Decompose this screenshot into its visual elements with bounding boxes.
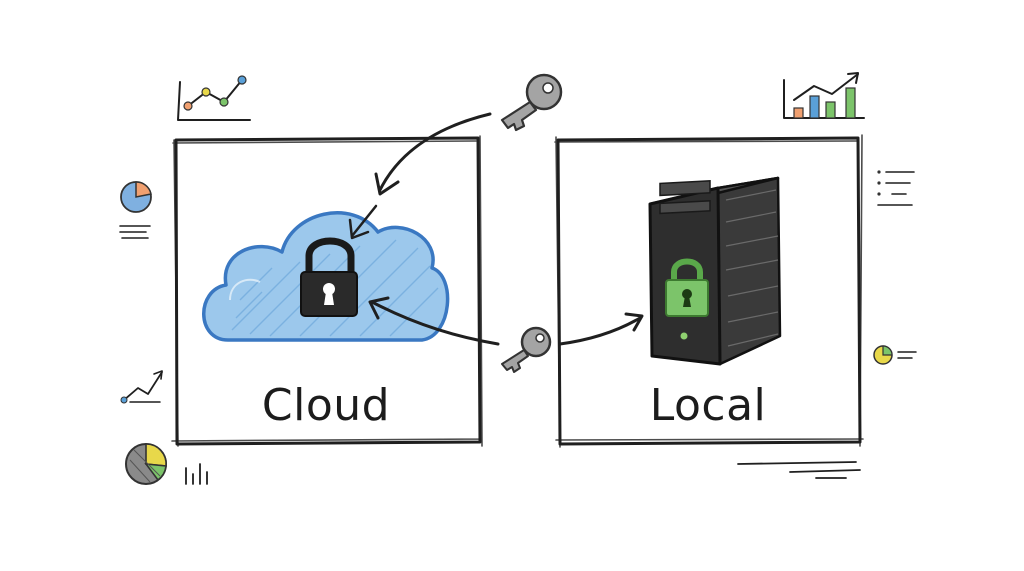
cloud-padlock-icon — [300, 237, 358, 317]
pie-chart-icon-right — [873, 345, 917, 365]
bar-ticks-icon — [185, 463, 208, 485]
line-chart-icon — [177, 75, 251, 121]
key-icon-top — [500, 73, 563, 132]
key-icon-bottom — [501, 326, 552, 373]
server-tower-icon — [648, 176, 782, 366]
cloud-panel-frame — [171, 135, 483, 447]
text-lines-icon-right — [877, 170, 915, 206]
arrow-top-key-to-cloud — [374, 112, 492, 196]
bar-chart-icon — [783, 72, 865, 119]
arrow-top-key-to-padlock — [348, 204, 378, 240]
line-chart-icon-small — [120, 370, 163, 404]
scribble-lines — [737, 461, 861, 479]
arrow-bottom-key-to-server — [558, 312, 644, 346]
pie-chart-icon-left-top — [119, 181, 152, 239]
local-panel-label: Local — [650, 380, 767, 431]
pie-chart-icon-left-bottom — [125, 443, 167, 485]
cloud-panel-label: Cloud — [262, 380, 390, 431]
arrow-bottom-key-to-cloud — [368, 296, 500, 346]
